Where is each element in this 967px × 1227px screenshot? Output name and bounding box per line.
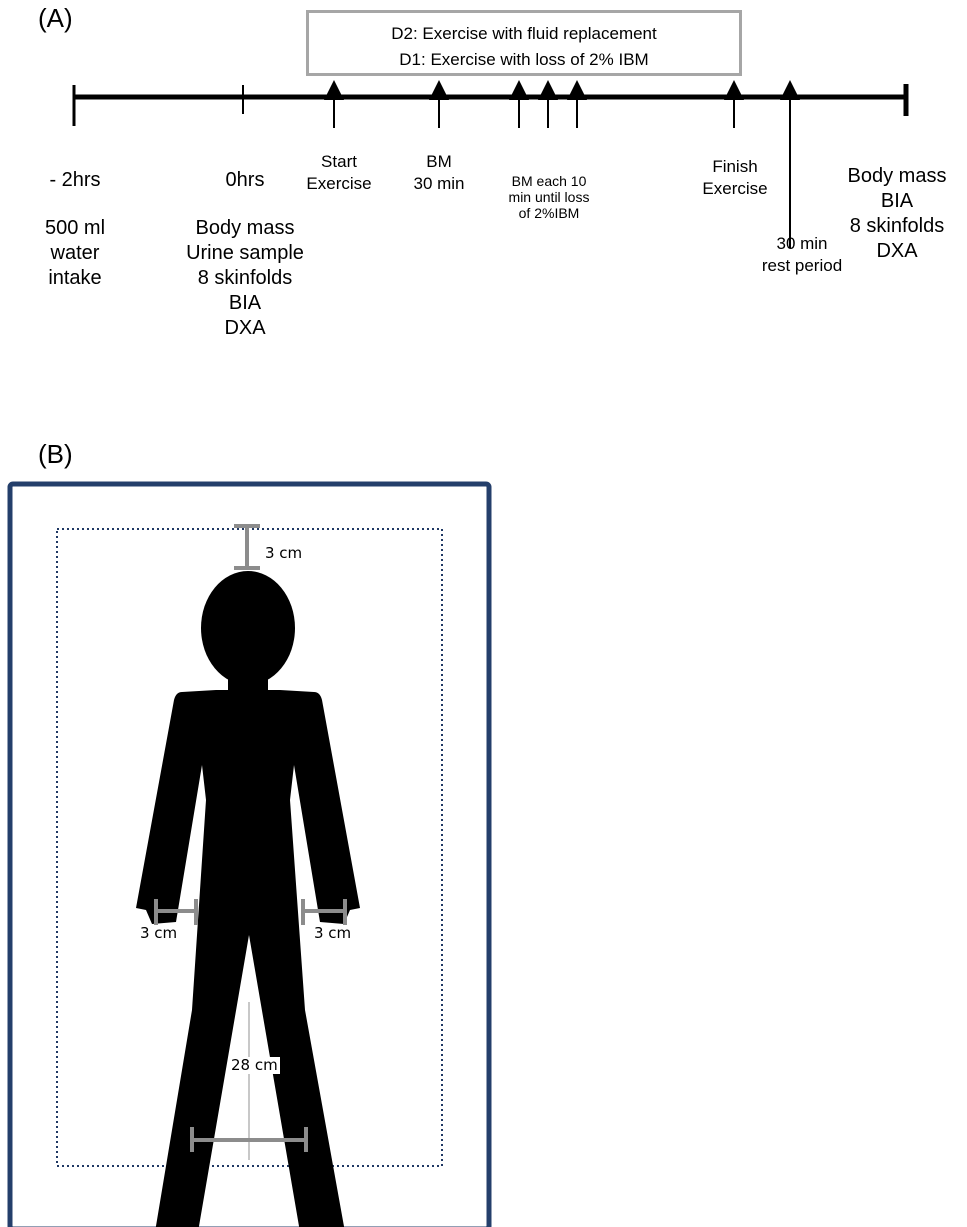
bm30-line-2: 30 min [397, 173, 481, 195]
baseline-line-1: Body mass [160, 216, 330, 241]
post-line-1: Body mass [832, 164, 962, 189]
right-hand-measure-label: 3 cm [312, 925, 351, 942]
bm10-line-3: of 2%IBM [494, 205, 604, 221]
label-post-measures: Body mass BIA 8 skinfolds DXA [832, 164, 962, 264]
post-line-4: DXA [832, 239, 962, 264]
post-line-3: 8 skinfolds [832, 214, 962, 239]
baseline-line-2: Urine sample [160, 241, 330, 266]
head-measure-bar [234, 526, 260, 568]
feet-measure-label: 28 cm [229, 1057, 280, 1074]
left-hand-measure-label: 3 cm [140, 925, 177, 942]
label-baseline-measures: Body mass Urine sample 8 skinfolds BIA D… [160, 216, 330, 341]
baseline-line-5: DXA [160, 316, 330, 341]
label-start-exercise: Start Exercise [294, 151, 384, 195]
bm10-line-2: min until loss [494, 189, 604, 205]
water-line-1: 500 ml [20, 216, 130, 241]
bm10-line-1: BM each 10 [494, 173, 604, 189]
finish-line-2: Exercise [690, 178, 780, 200]
start-line-1: Start [294, 151, 384, 173]
water-line-2: water [20, 241, 130, 266]
bm30-line-1: BM [397, 151, 481, 173]
label-minus-2hrs: - 2hrs [20, 169, 130, 192]
post-line-2: BIA [832, 189, 962, 214]
head-measure-label: 3 cm [265, 545, 302, 562]
finish-line-1: Finish [690, 156, 780, 178]
panel-b-label: (B) [38, 440, 73, 470]
label-bm-30min: BM 30 min [397, 151, 481, 195]
baseline-line-3: 8 skinfolds [160, 266, 330, 291]
baseline-line-4: BIA [160, 291, 330, 316]
water-line-3: intake [20, 266, 130, 291]
label-bm-each-10: BM each 10 min until loss of 2%IBM [494, 173, 604, 221]
label-0hrs: 0hrs [190, 169, 300, 192]
label-water-intake: 500 ml water intake [20, 216, 130, 291]
start-line-2: Exercise [294, 173, 384, 195]
label-finish-exercise: Finish Exercise [690, 156, 780, 200]
